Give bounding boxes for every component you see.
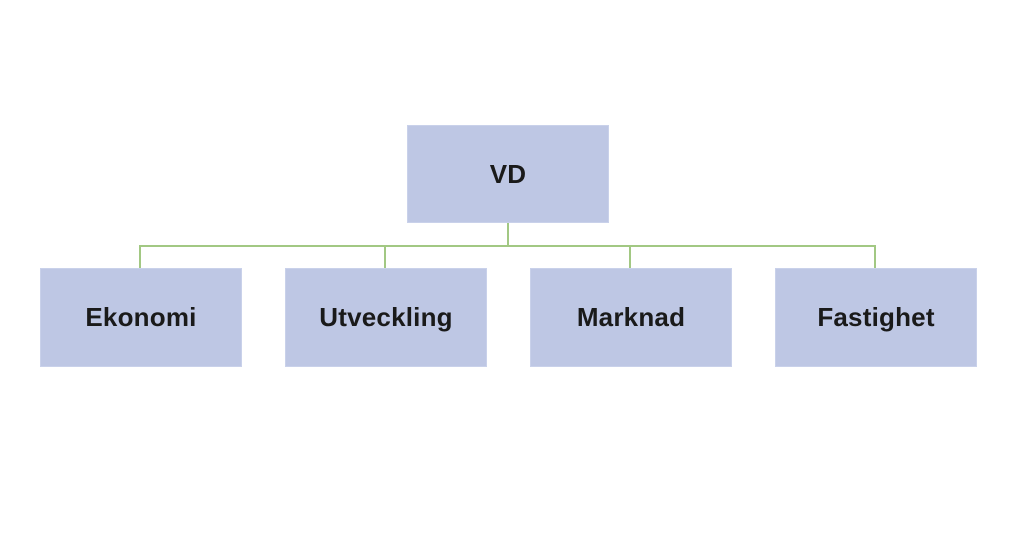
org-node-root-label: VD	[489, 158, 527, 189]
org-node-ekonomi: Ekonomi	[40, 268, 242, 367]
org-node-utveckling: Utveckling	[285, 268, 487, 367]
org-node-fastighet: Fastighet	[775, 268, 977, 367]
connector-drop-ekonomi	[139, 246, 141, 268]
org-node-ekonomi-label: Ekonomi	[85, 302, 197, 332]
connector-drop-marknad	[629, 246, 631, 268]
connector-drop-fastighet	[874, 246, 876, 268]
connector-horizontal-line	[139, 245, 876, 247]
org-node-fastighet-label: Fastighet	[817, 302, 935, 332]
org-node-marknad-label: Marknad	[576, 302, 686, 332]
connector-drop-utveckling	[384, 246, 386, 268]
org-node-marknad: Marknad	[530, 268, 732, 367]
org-node-root: VD	[407, 125, 609, 223]
org-node-utveckling-label: Utveckling	[319, 302, 453, 332]
connector-root-stub	[507, 223, 509, 246]
